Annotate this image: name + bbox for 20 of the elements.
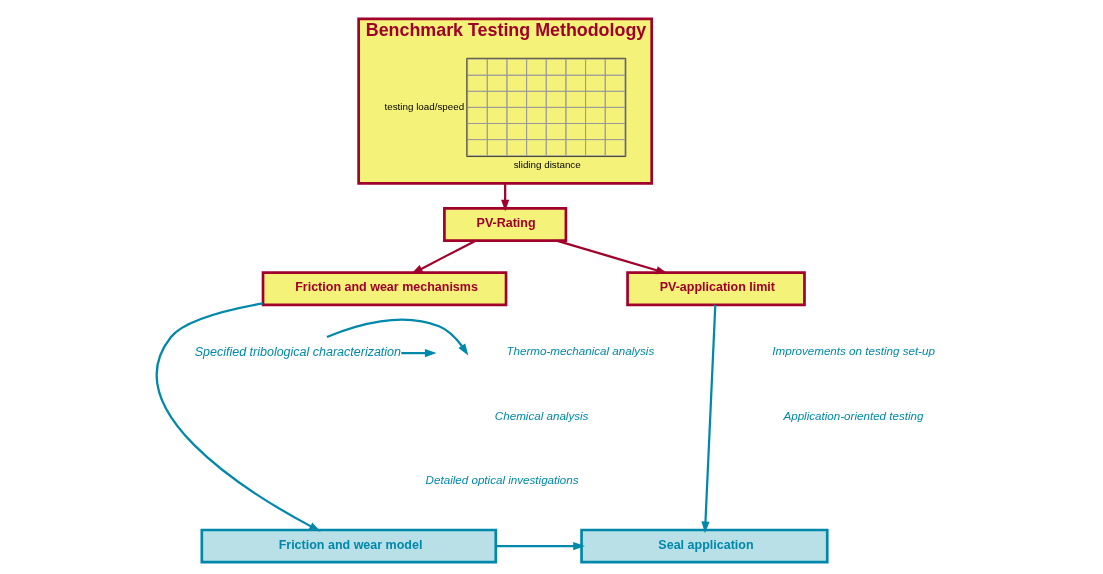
- node-box: PV-application limit: [625, 271, 806, 307]
- node-box: Seal application: [579, 528, 829, 564]
- node-text: Specified tribological characterization: [194, 344, 401, 359]
- label: Improvements on testing set-up: [771, 344, 935, 358]
- arrow: [400, 349, 437, 358]
- node-label: sliding distance: [513, 158, 581, 170]
- label: Application-oriented testing: [782, 408, 924, 422]
- label: Detailed optical investigations: [425, 472, 579, 486]
- node-box: Friction and wear mechanisms: [261, 271, 507, 307]
- label: Chemical analysis: [494, 408, 588, 422]
- arrow: [700, 304, 716, 534]
- label: Thermo-mechanical analysis: [506, 344, 654, 358]
- node-box: PV-Rating: [442, 207, 567, 242]
- arrow: [555, 239, 668, 275]
- arrow: [155, 302, 321, 532]
- node-label: testing load/speed: [384, 100, 464, 112]
- arrow: [326, 318, 468, 356]
- arrow: [410, 239, 476, 275]
- node-box: Friction and wear model: [200, 528, 497, 564]
- arrow: [495, 542, 585, 551]
